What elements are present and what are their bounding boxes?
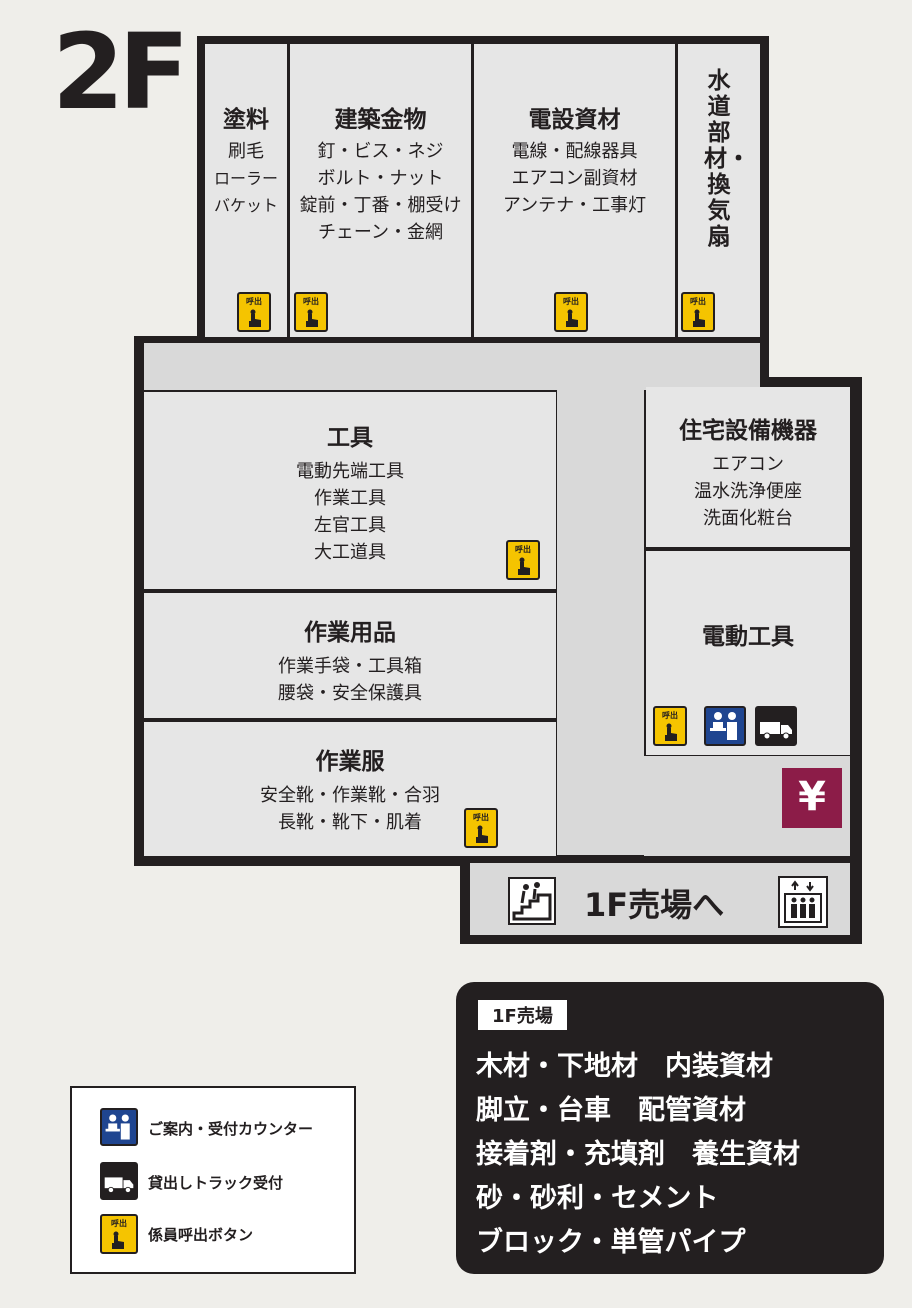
area-tools-line: 電動先端工具 [296, 461, 404, 482]
call-button-icon[interactable]: 呼出 [681, 292, 715, 332]
floor-label: 2F [52, 11, 189, 133]
area-tools-line: 大工道具 [314, 542, 386, 563]
area-electric-line: 電線・配線器具 [511, 141, 638, 162]
call-button-label: 呼出 [111, 1219, 127, 1228]
area-power-tools-title: 電動工具 [702, 624, 794, 650]
info-counter-icon [100, 1108, 138, 1146]
call-button-icon[interactable]: 呼出 [294, 292, 328, 332]
aisle-middle [557, 343, 644, 855]
atm-yen-sign: ¥ [782, 768, 842, 828]
area-work-wear-line: 長靴・靴下・肌着 [278, 812, 422, 833]
area-paint-title: 塗料 [223, 107, 269, 133]
call-button-label: 呼出 [303, 297, 319, 306]
area-work-wear-line: 安全靴・作業靴・合羽 [260, 785, 440, 806]
area-hardware-line: ボルト・ナット [317, 168, 444, 189]
area-paint: 塗料 刷毛 ローラー バケット [205, 44, 287, 337]
call-button-label: 呼出 [690, 297, 706, 306]
area-tools-line: 作業工具 [314, 488, 386, 509]
area-housing-line: 洗面化粧台 [703, 508, 793, 529]
call-button-icon[interactable]: 呼出 [237, 292, 271, 332]
floor1-line: 木材・下地材 内装資材 [476, 1051, 773, 1082]
area-electric-title: 電設資材 [528, 107, 621, 133]
call-button-label: 呼出 [563, 297, 579, 306]
truck-icon [100, 1162, 138, 1200]
area-electric-line: エアコン副資材 [511, 168, 638, 189]
area-electric: 電設資材 電線・配線器具 エアコン副資材 アンテナ・工事灯 [474, 44, 675, 337]
legend-text: ご案内・受付カウンター [148, 1120, 314, 1138]
floor1-line: 接着剤・充填剤 養生資材 [476, 1139, 800, 1170]
elevator-icon [778, 876, 828, 928]
area-housing-line: エアコン [712, 454, 784, 475]
floor1-line: ブロック・単管パイプ [476, 1227, 746, 1258]
area-electric-line: アンテナ・工事灯 [502, 195, 647, 216]
area-housing-line: 温水洗浄便座 [694, 481, 802, 502]
area-hardware-line: 錠前・丁番・棚受け [299, 195, 462, 216]
area-housing-title: 住宅設備機器 [679, 418, 817, 444]
stairs-icon [508, 877, 556, 925]
to-1f-label: 1F売場へ [584, 886, 725, 924]
call-button-label: 呼出 [473, 813, 489, 822]
area-hardware-line: 釘・ビス・ネジ [317, 141, 444, 162]
area-tools: 工具 電動先端工具 作業工具 左官工具 大工道具 [144, 392, 556, 589]
area-paint-line: バケット [213, 196, 278, 215]
call-button-icon[interactable]: 呼出 [506, 540, 540, 580]
aisle-top [144, 343, 760, 390]
area-hardware-title: 建築金物 [334, 107, 427, 133]
floor1-panel: 1F売場 木材・下地材 内装資材 脚立・台車 配管資材 接着剤・充填剤 養生資材… [456, 982, 884, 1274]
call-button-icon[interactable]: 呼出 [653, 706, 687, 746]
area-hardware: 建築金物 釘・ビス・ネジ ボルト・ナット 錠前・丁番・棚受け チェーン・金網 [290, 44, 471, 337]
area-plumbing: 水道部材・換気扇 [678, 44, 760, 337]
legend: ご案内・受付カウンター 貸出しトラック受付 呼出 係員呼出ボタン [70, 1086, 356, 1274]
area-tools-line: 左官工具 [314, 515, 386, 536]
area-hardware-line: チェーン・金網 [317, 222, 444, 243]
area-work-goods-line: 作業手袋・工具箱 [278, 656, 422, 677]
floor1-line: 脚立・台車 配管資材 [476, 1095, 746, 1126]
call-button-icon: 呼出 [100, 1214, 138, 1254]
area-housing: 住宅設備機器 エアコン 温水洗浄便座 洗面化粧台 [646, 387, 850, 547]
call-button-icon[interactable]: 呼出 [554, 292, 588, 332]
call-button-label: 呼出 [246, 297, 262, 306]
floor1-line: 砂・砂利・セメント [476, 1183, 719, 1214]
call-button-label: 呼出 [515, 545, 531, 554]
call-button-label: 呼出 [662, 711, 678, 720]
floor1-tag: 1F売場 [478, 1000, 567, 1030]
call-button-icon[interactable]: 呼出 [464, 808, 498, 848]
area-tools-title: 工具 [327, 425, 373, 451]
legend-text: 係員呼出ボタン [148, 1226, 254, 1244]
legend-text: 貸出しトラック受付 [148, 1174, 284, 1192]
info-counter-icon [704, 706, 746, 746]
area-paint-line: ローラー [213, 169, 278, 188]
aisle-divider [758, 856, 852, 861]
area-plumbing-title: 水道部材・換気扇 [704, 68, 750, 250]
area-work-goods: 作業用品 作業手袋・工具箱 腰袋・安全保護具 [144, 593, 556, 718]
area-work-goods-line: 腰袋・安全保護具 [278, 683, 422, 704]
area-work-wear-title: 作業服 [315, 749, 385, 775]
area-paint-line: 刷毛 [228, 141, 264, 162]
truck-icon [755, 706, 797, 746]
area-work-goods-title: 作業用品 [304, 620, 396, 646]
